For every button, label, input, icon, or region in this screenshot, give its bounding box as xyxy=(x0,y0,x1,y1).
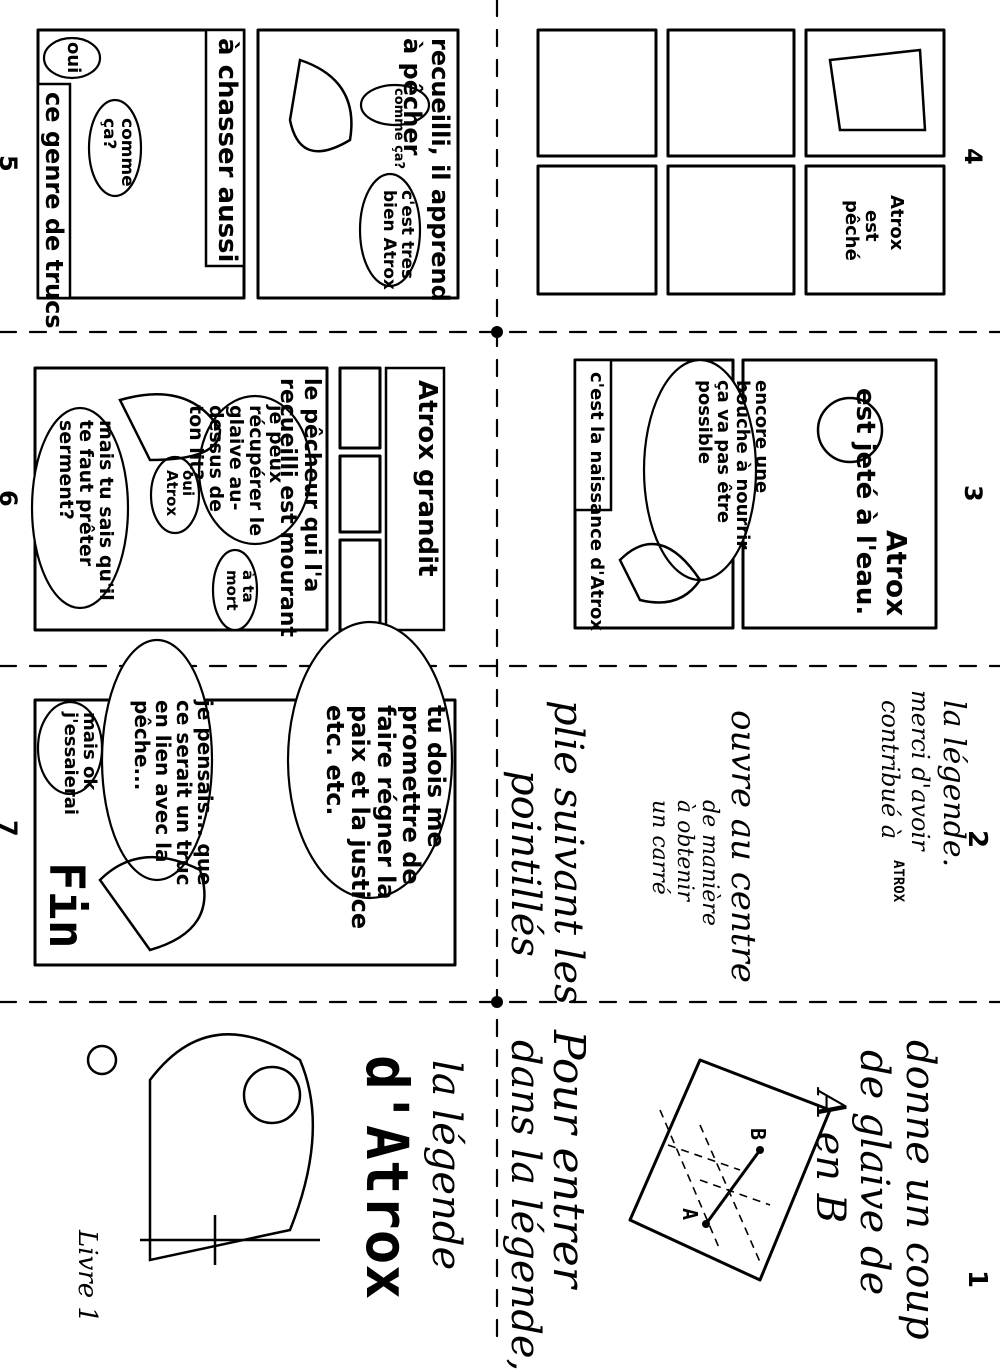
page6-frame-grows-2 xyxy=(338,454,382,534)
page6-number: 6 xyxy=(0,490,22,507)
cover-title-line1: la légende xyxy=(423,1060,469,1271)
page7-number: 7 xyxy=(0,820,22,837)
page6-bubble-serment: mais tu sais qu'il te faut prêter sermen… xyxy=(55,420,117,601)
page6-bubble-main-shape xyxy=(197,394,313,546)
page5-caption-trucs-box xyxy=(36,82,72,300)
instructions-open-line3: à obtenir xyxy=(672,800,697,902)
comic-sheet-artwork xyxy=(0,0,1000,1341)
page6-frame-grows-3 xyxy=(338,538,382,632)
page4-caption-line1: Atrox xyxy=(886,195,907,251)
instructions-step1-line3: A en B xyxy=(938,1290,940,1297)
page5-bubble-comme: comme ça? xyxy=(99,118,137,187)
cut-diagram-sheet xyxy=(628,1058,832,1282)
page7-bubble-pensais: je pensais... que ce serait un truc en l… xyxy=(130,700,217,886)
page3-caption-top: c'est la naissance d'Atrox xyxy=(586,372,607,632)
page6-caption-grows-box xyxy=(384,366,446,632)
instructions-fold-line2: pointillés xyxy=(502,770,548,957)
page6-bubble-mort-shape xyxy=(211,548,259,632)
instructions-step1-number: 1 xyxy=(962,1270,992,1289)
page6-bubble-main: je peux récupérer le glaive au-dessus de… xyxy=(185,405,287,537)
page7-bubble-essaierai: mais ok j'essaierai xyxy=(60,712,100,816)
page7-frame xyxy=(33,698,457,967)
cover-title-line2: d'Atrox xyxy=(353,1055,421,1300)
cover-book-label: Livre 1 xyxy=(72,1230,102,1323)
instructions-step2-number: 2 xyxy=(962,830,992,849)
point-a-dot xyxy=(491,996,503,1008)
instructions-intro-line1: Pour entrer xyxy=(543,1030,594,1288)
page6-figure xyxy=(118,393,222,462)
page4-panel-1 xyxy=(536,28,658,158)
page7-figure xyxy=(98,855,206,952)
instructions-open-line1: ouvre au centre xyxy=(723,710,763,983)
page4-bucket xyxy=(828,48,927,132)
cover-atrox-body xyxy=(148,1033,315,1262)
page5-number: 5 xyxy=(0,155,22,172)
page4-panel-5 xyxy=(804,28,946,158)
page5-bubble-big: c'est très bien Atrox xyxy=(379,190,417,290)
page3-net xyxy=(816,396,884,464)
cover-flower xyxy=(86,1044,118,1076)
instructions-open-line2: de manière xyxy=(697,800,722,926)
instructions-intro-line2: dans la légende, xyxy=(502,1040,548,1371)
page6-bubble-oui-shape xyxy=(149,455,201,535)
page3-caption-bottom-line2: est jeté à l'eau. xyxy=(850,388,880,616)
page4-panel-3 xyxy=(666,28,796,158)
page6-bubble-oui: oui Atrox xyxy=(163,470,197,517)
instructions-step1-line3-visible: A en B xyxy=(807,1090,853,1224)
page3-bubble: encore une bouche à nourrir ça va pas êt… xyxy=(694,380,772,550)
page3-baby xyxy=(618,542,702,604)
cover-atrox-head xyxy=(242,1065,302,1125)
page4-panel-6 xyxy=(804,164,946,296)
page6-frame-grows-1 xyxy=(338,366,382,450)
cover-glaive xyxy=(140,1215,320,1265)
page6-caption-mid-line1: le pêcheur qui l'a xyxy=(299,378,324,593)
page5-bubble-small-shape xyxy=(359,83,431,127)
page4-caption-line2: est xyxy=(861,210,882,242)
page3-caption-birth-box xyxy=(573,358,613,512)
page5-caption-bottom: ce genre de trucs xyxy=(40,92,68,329)
instructions-thanks-line1: merci d'avoir xyxy=(906,690,934,851)
page4-caption-line3: pêché xyxy=(841,200,862,261)
page5-bubble-small: comme ça? xyxy=(391,88,406,170)
page5-bubble-big-shape xyxy=(358,172,422,288)
instructions-fold-line1: plie suivant les xyxy=(545,700,591,1005)
page5-frame-fishing xyxy=(256,28,460,300)
page5-bubble-oui: oui xyxy=(63,42,84,74)
instructions-booklet-label: ATROX xyxy=(890,860,906,903)
page4-panel-2 xyxy=(536,164,658,296)
page7-bubble-promise: tu dois me promettre de faire régner la … xyxy=(321,705,450,930)
page6-bubble-mort: à ta mort xyxy=(223,570,257,611)
page3-number: 3 xyxy=(959,485,987,502)
instructions-point-b: B xyxy=(746,1128,770,1141)
page5-fisher xyxy=(288,58,353,153)
page7-bubble-essaierai-shape xyxy=(36,700,104,796)
page4-panel-4 xyxy=(666,164,796,296)
page3-caption-bottom-line1: Atrox xyxy=(880,530,913,617)
page5-bubble-comme-shape xyxy=(87,98,143,198)
instructions-open-line4: un carré xyxy=(647,800,672,895)
page6-bubble-serment-shape xyxy=(30,406,130,610)
instructions-step1-line1: donne un coup xyxy=(897,1040,943,1340)
page7-fin: Fin xyxy=(38,862,94,949)
instructions-point-a: A xyxy=(678,1208,702,1221)
page5-caption-top-line1: recueilli, il apprend xyxy=(426,38,454,302)
page4-number: 4 xyxy=(959,148,987,165)
instructions-thanks-line2: contribué à xyxy=(876,700,904,840)
instructions-step1-line2: de glaive de xyxy=(851,1050,897,1296)
point-b-dot xyxy=(491,326,503,338)
page5-caption-chasser-box xyxy=(204,28,246,268)
page5-caption-mid: à chasser aussi xyxy=(212,38,242,263)
page6-caption-top: Atrox grandit xyxy=(412,380,442,577)
page5-bubble-oui-shape xyxy=(42,36,102,80)
page7-bubble-promise-shape xyxy=(286,620,454,900)
